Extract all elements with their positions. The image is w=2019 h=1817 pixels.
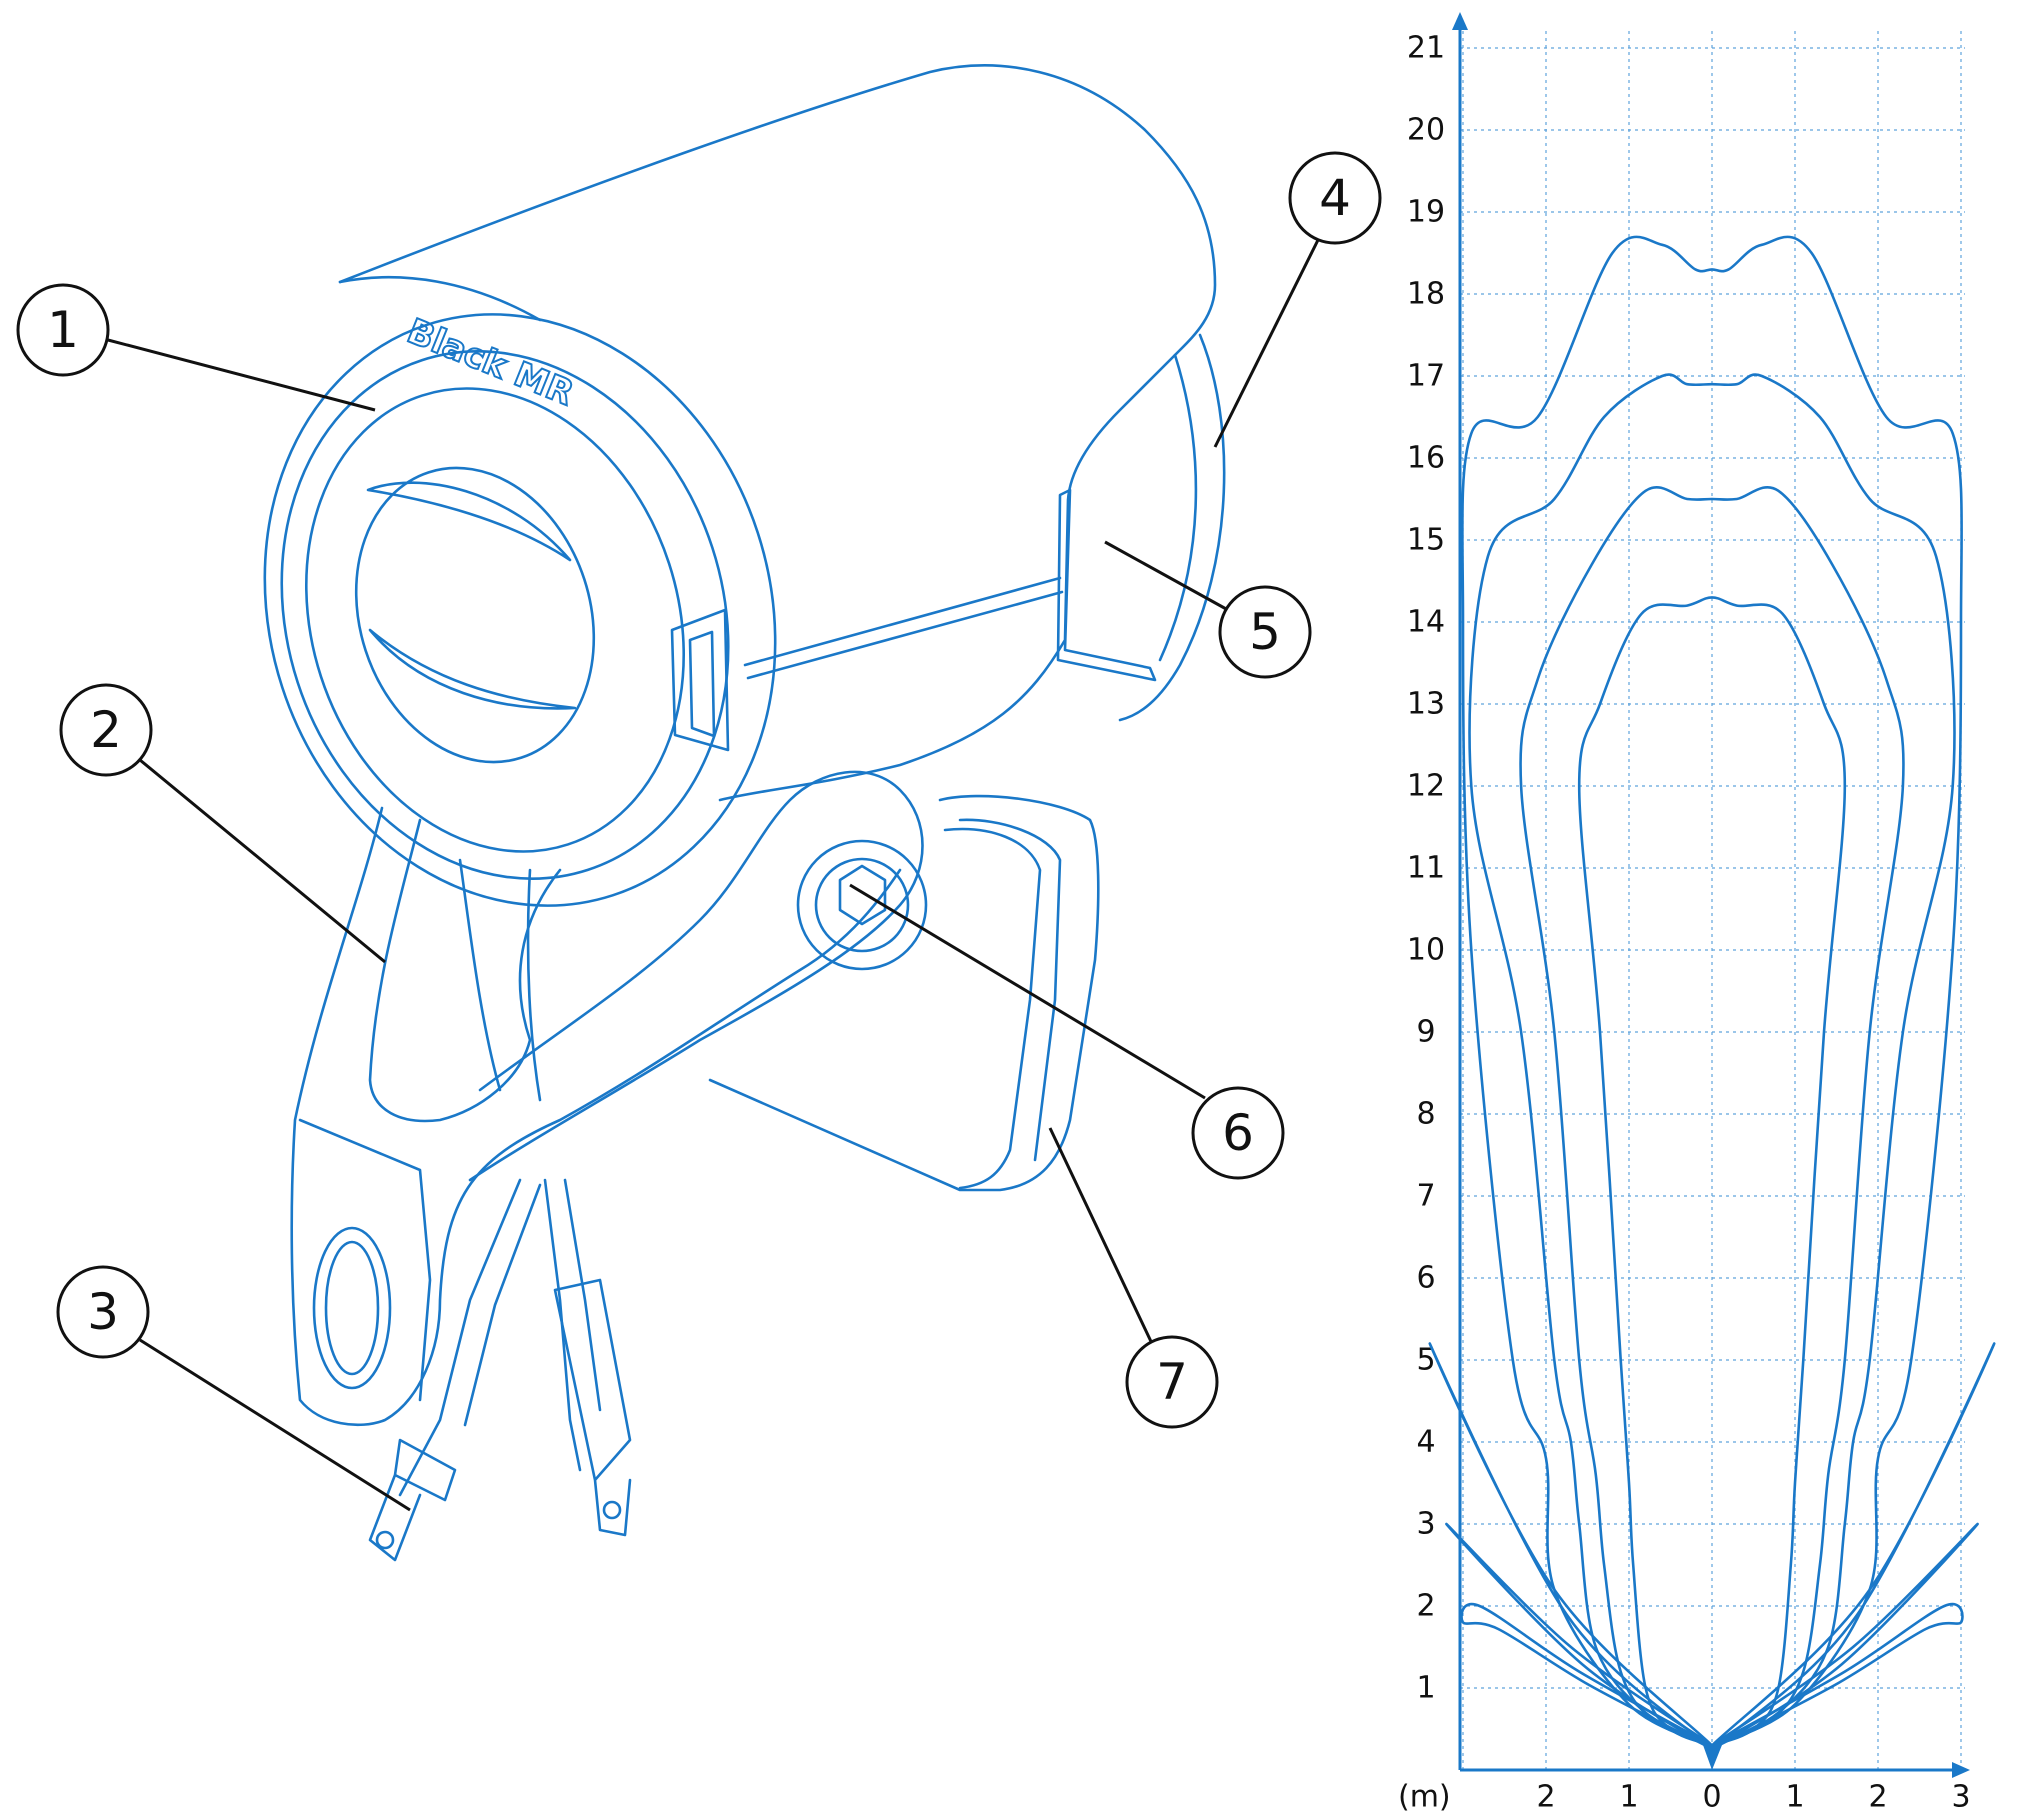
y-tick-12: 12 [1407,769,1445,804]
reflector-upper [366,481,572,562]
beam-contour-3 [1468,373,1956,1747]
connector-right [553,1278,632,1537]
side-lobe-3-left [1428,1342,1713,1750]
bezel-inner [304,387,686,853]
leader-1 [107,338,376,412]
x-tick-1: 1 [1619,1780,1638,1815]
y-tick-20: 20 [1407,113,1445,148]
callout-1: 1 [16,283,110,377]
y-tick-15: 15 [1407,523,1445,558]
mount-arm [290,806,902,1427]
y-tick-19: 19 [1407,195,1445,230]
pivot-inner [814,857,910,953]
y-tick-14: 14 [1407,605,1445,640]
y-tick-5: 5 [1416,1343,1435,1378]
x-tick-2: 0 [1702,1780,1721,1815]
svg-text:1: 1 [47,301,79,359]
swing-arm [468,770,924,1182]
side-lobe-2-right [1711,1522,1979,1750]
x-tick-0: 2 [1536,1780,1555,1815]
beam-contours [1428,235,1996,1750]
y-tick-8: 8 [1416,1097,1435,1132]
leader-4 [1213,239,1320,448]
svg-text:2: 2 [90,701,122,759]
x-axis-arrow [1952,1762,1970,1778]
x-tick-4: 2 [1868,1780,1887,1815]
y-tick-18: 18 [1407,277,1445,312]
y-tick-4: 4 [1416,1425,1435,1460]
y-tick-6: 6 [1416,1261,1435,1296]
pivot-outer [796,839,928,971]
y-tick-2: 2 [1416,1589,1435,1624]
callouts: 1 2 3 4 5 6 7 [16,151,1382,1512]
y-tick-13: 13 [1407,687,1445,722]
leader-7 [1048,1127,1157,1351]
svg-text:3: 3 [87,1283,119,1341]
brand-label: Black MR [402,311,579,414]
callout-7: 7 [1125,1335,1219,1429]
driver-box [708,794,1100,1192]
y-axis-arrow [1452,12,1468,30]
svg-text:6: 6 [1222,1104,1254,1162]
y-tick-1: 1 [1416,1671,1435,1706]
side-lobe-1-left [1460,1602,1713,1750]
y-tick-10: 10 [1407,933,1445,968]
callout-3: 3 [56,1265,150,1359]
callout-5: 5 [1218,585,1312,679]
unit-label: (m) [1398,1780,1451,1815]
lamp-position-marker [1703,1745,1722,1770]
chart-axes [1452,12,1970,1778]
side-button [670,608,730,752]
x-tick-5: 3 [1951,1780,1970,1815]
lamp-body [338,64,1217,802]
leader-3 [139,1338,411,1512]
callout-2: 2 [59,683,153,777]
bezel-middle [280,350,730,880]
svg-text:5: 5 [1249,603,1281,661]
leader-5 [1104,540,1229,612]
beam-contour-2 [1519,485,1905,1747]
reflector-lower [368,628,577,710]
bracket-pad [298,1118,432,1402]
lamp-illustration: Black MR [263,64,1226,1562]
lens [354,466,596,764]
rear-tab [1056,488,1157,682]
side-lobe-3-right [1711,1342,1996,1750]
hex-bolt [838,864,887,926]
beam-contour-1 [1577,596,1847,1747]
connector-left [368,1438,457,1562]
svg-text:7: 7 [1156,1353,1188,1411]
y-tick-3: 3 [1416,1507,1435,1542]
cable-left [398,1178,522,1497]
bezel-outer [263,313,777,907]
y-tick-17: 17 [1407,359,1445,394]
y-tick-7: 7 [1416,1179,1435,1214]
side-lobe-2-left [1445,1522,1713,1750]
rear-cap [1118,333,1226,722]
beam-contour-4 [1461,235,1963,1747]
body-seam [743,576,1064,680]
y-tick-11: 11 [1407,851,1445,886]
y-tick-21: 21 [1407,31,1445,66]
cable-right [543,1178,582,1472]
leader-6 [849,883,1206,1100]
svg-text:4: 4 [1319,169,1351,227]
y-tick-9: 9 [1416,1015,1435,1050]
leader-2 [139,758,386,964]
x-tick-3: 1 [1785,1780,1804,1815]
side-lobe-1-right [1711,1602,1964,1750]
callout-4: 4 [1288,151,1382,245]
bracket-slot [312,1226,392,1390]
y-tick-16: 16 [1407,441,1445,476]
callout-6: 6 [1191,1086,1285,1180]
